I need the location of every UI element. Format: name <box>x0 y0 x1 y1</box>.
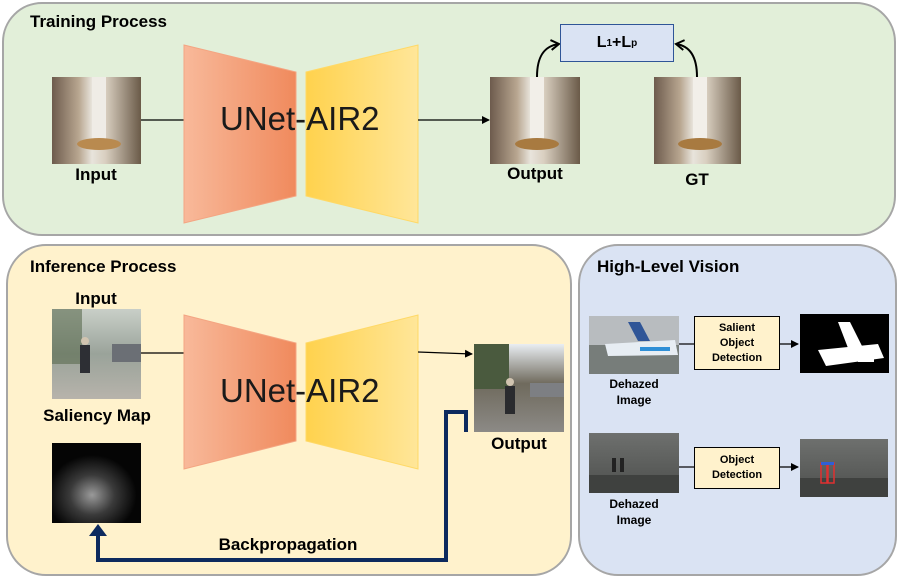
gt-to-loss-arrow <box>674 39 698 78</box>
training-gt-image <box>654 77 741 164</box>
object-input-label: Dehazed Image <box>609 497 659 527</box>
inference-encoder-shape <box>183 314 297 470</box>
inference-output-arrow <box>417 349 473 358</box>
training-encoder-shape <box>183 44 297 224</box>
saliency-map-image <box>52 443 141 523</box>
training-panel <box>2 2 896 236</box>
object-input-image <box>589 433 679 493</box>
inference-input-label: Input <box>75 289 117 308</box>
training-output-image <box>490 77 580 164</box>
inference-output-label: Output <box>491 434 547 453</box>
backpropagation-arrow <box>96 410 468 562</box>
saliency-map-label: Saliency Map <box>43 406 151 425</box>
high-level-title: High-Level Vision <box>597 257 740 276</box>
salient-object-detection-box: Salient Object Detection <box>694 316 780 370</box>
training-gt-label: GT <box>685 170 709 189</box>
training-input-label: Input <box>75 165 117 184</box>
training-output-label: Output <box>507 164 563 183</box>
salient-input-label: Dehazed Image <box>609 377 659 407</box>
output-to-loss-arrow <box>536 39 561 78</box>
salient-input-image <box>589 316 679 374</box>
object-detection-image <box>800 439 888 497</box>
object-detection-box: Object Detection <box>694 447 780 489</box>
training-title: Training Process <box>30 12 167 31</box>
training-input-image <box>52 77 141 164</box>
training-decoder-shape <box>305 44 419 224</box>
inference-title: Inference Process <box>30 257 177 276</box>
backpropagation-arrowhead <box>89 524 107 536</box>
training-network-label: UNet-AIR2 <box>220 100 380 137</box>
inference-decoder-shape <box>305 314 419 470</box>
inference-output-image <box>474 344 564 432</box>
inference-network-label: UNet-AIR2 <box>220 372 380 409</box>
backpropagation-label: Backpropagation <box>218 535 358 554</box>
salient-mask-image <box>800 314 889 373</box>
high-level-vision-panel <box>578 244 897 576</box>
inference-input-image <box>52 309 141 399</box>
